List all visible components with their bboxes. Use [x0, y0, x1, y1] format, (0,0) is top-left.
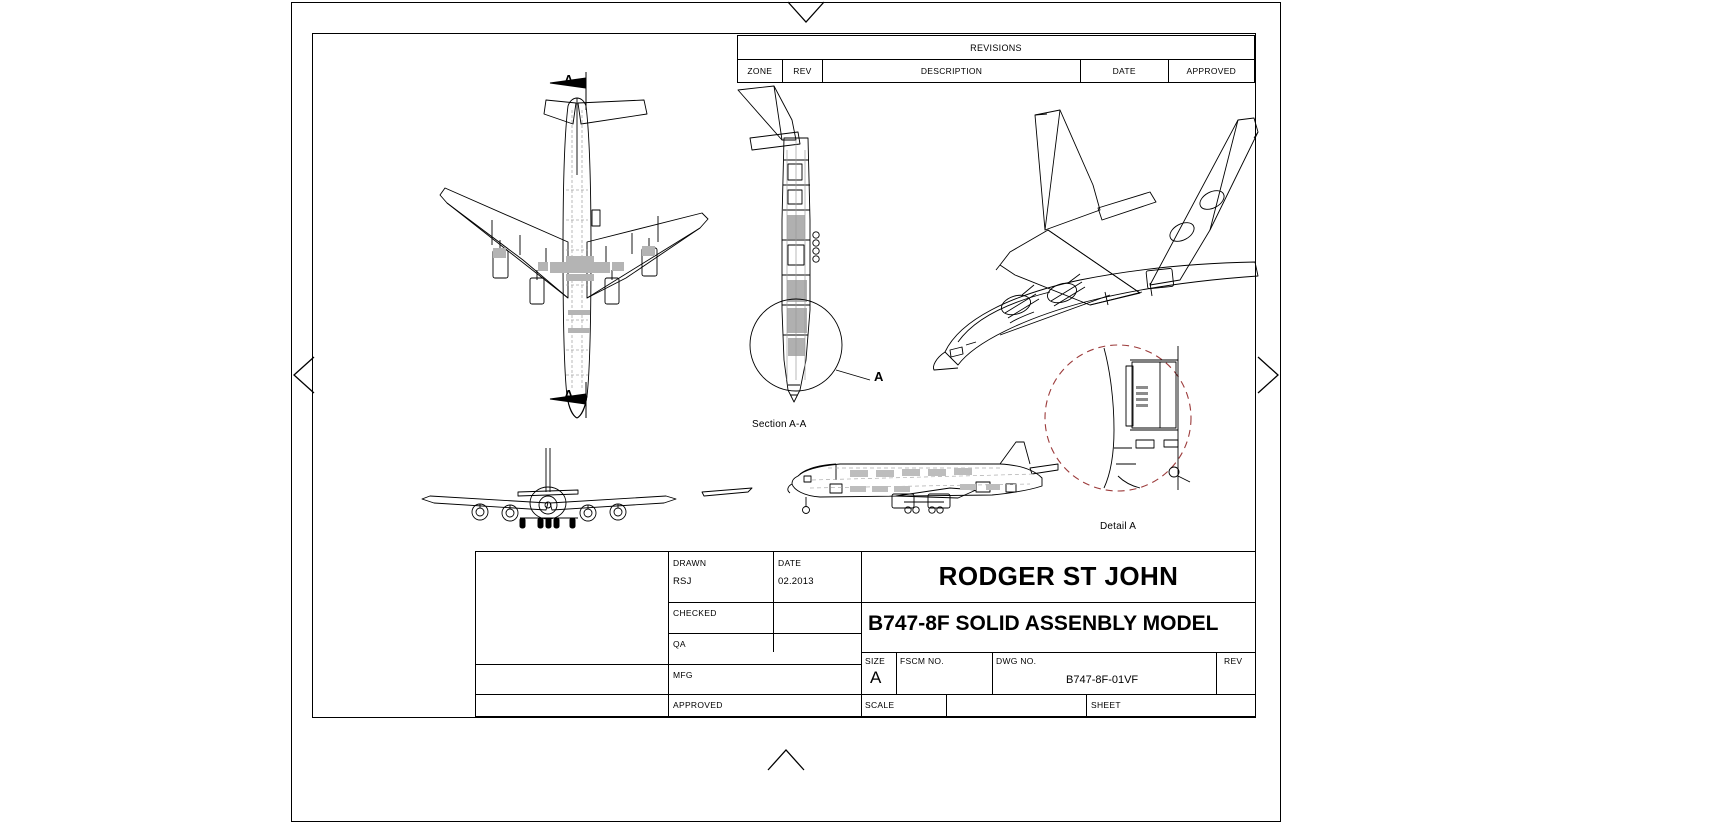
section-aa-view: [730, 80, 871, 410]
tb-div-v7: [946, 694, 948, 718]
label-approved: APPROVED: [673, 700, 723, 710]
tb-div-v6: [1216, 652, 1218, 694]
detail-a-label: Detail A: [1100, 521, 1137, 532]
label-drawn: DRAWN: [673, 558, 707, 568]
label-scale: SCALE: [865, 700, 895, 710]
company-name: RODGER ST JOHN: [938, 561, 1179, 591]
value-date: 02.2013: [778, 576, 814, 587]
label-dwg-no: DWG NO.: [996, 656, 1037, 666]
label-checked: CHECKED: [673, 608, 717, 618]
revisions-col-approved: APPROVED: [1167, 59, 1256, 83]
tb-div-v1: [668, 552, 670, 718]
isometric-view: [850, 80, 1260, 371]
revisions-header-row: ZONE REV DESCRIPTION DATE APPROVED: [737, 59, 1256, 83]
tb-div-h4: [476, 694, 861, 696]
drawing-outer-border: [291, 2, 1281, 822]
tb-div-v5: [992, 652, 994, 694]
drawing-title: B747-8F SOLID ASSENBLY MODEL: [868, 612, 1219, 635]
value-size: A: [870, 668, 882, 687]
tb-div-h1: [668, 602, 861, 604]
section-detail-label-a: A: [874, 369, 884, 384]
label-fscm-no: FSCM NO.: [900, 656, 944, 666]
side-elevation-view: [700, 440, 1060, 530]
revisions-title: REVISIONS: [737, 35, 1255, 60]
revisions-col-description: DESCRIPTION: [822, 59, 1081, 83]
section-arrow-label-bottom: A: [564, 387, 574, 402]
tb-div-h2: [668, 633, 861, 635]
section-aa-label: Section A-A: [752, 419, 807, 430]
label-sheet: SHEET: [1091, 700, 1121, 710]
tb-div-v3: [861, 552, 863, 718]
detail-a-view: [1040, 330, 1210, 510]
tb-div-h3: [476, 664, 861, 666]
tb-div-v8: [1086, 694, 1088, 718]
value-dwg-no: B747-8F-01VF: [1066, 674, 1139, 686]
label-mfg: MFG: [673, 670, 693, 680]
label-size: SIZE: [865, 656, 886, 666]
revisions-col-rev: REV: [781, 59, 824, 83]
drawing-inner-border: [312, 33, 1256, 718]
tb-div-v4: [896, 652, 898, 694]
label-rev: REV: [1224, 656, 1243, 666]
section-arrow-label-top: A: [564, 72, 574, 87]
label-date: DATE: [778, 558, 802, 568]
label-qa: QA: [673, 639, 686, 649]
revisions-col-zone: ZONE: [737, 59, 783, 83]
value-drawn: RSJ: [673, 576, 692, 587]
revisions-col-date: DATE: [1079, 59, 1169, 83]
title-block: RODGER ST JOHN B747-8F SOLID ASSENBLY MO…: [475, 551, 1256, 718]
tb-div-h5: [861, 602, 1256, 604]
revisions-table: REVISIONS ZONE REV DESCRIPTION DATE APPR…: [737, 35, 1256, 83]
top-plan-view: [390, 70, 710, 420]
tb-div-h6: [861, 652, 1256, 654]
tb-div-h7: [861, 694, 1256, 696]
revisions-title-row: REVISIONS: [737, 35, 1255, 60]
front-elevation-view: [400, 440, 700, 530]
